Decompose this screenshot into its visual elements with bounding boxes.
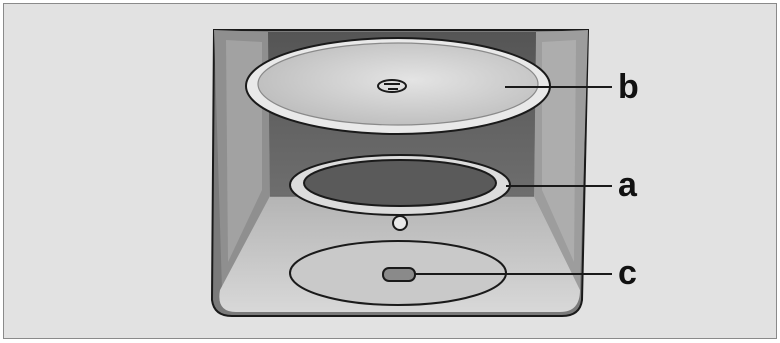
- callout-label-b: b: [618, 68, 639, 106]
- roller-ring-inner: [304, 160, 496, 206]
- roller-wheel: [393, 216, 407, 230]
- turntable-plate: [246, 38, 550, 134]
- callout-label-c: c: [618, 254, 637, 292]
- callout-label-a: a: [618, 166, 638, 204]
- coupler-shaft: [383, 268, 415, 281]
